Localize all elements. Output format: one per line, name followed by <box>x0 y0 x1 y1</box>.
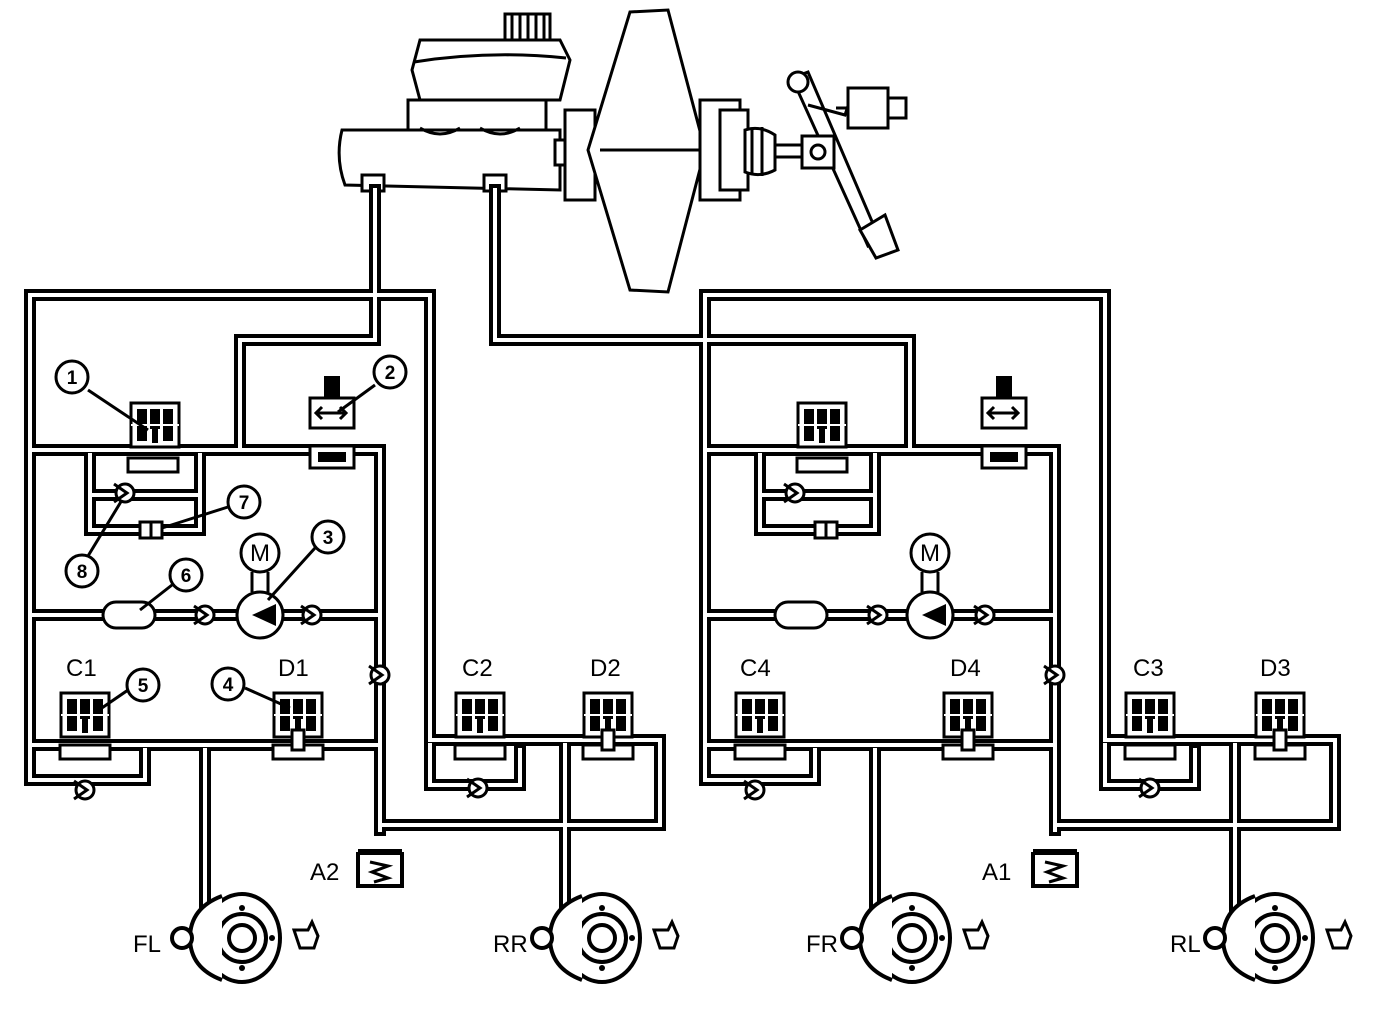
callout-7: 7 <box>239 493 250 514</box>
restrictor-7-left <box>138 520 164 540</box>
return-check-right <box>742 779 766 801</box>
label-c1: C1 <box>66 655 97 682</box>
callouts: 1 2 3 4 5 6 7 8 <box>54 354 408 714</box>
labels: C1 D1 C2 D2 C4 D4 C3 D3 A2 A1 FL RR FR R… <box>66 655 1291 958</box>
label-d1: D1 <box>278 655 309 682</box>
pump-left: M <box>101 532 323 640</box>
label-a2: A2 <box>310 859 339 886</box>
check-valve-left-outlet <box>367 664 391 686</box>
callout-2: 2 <box>385 363 396 384</box>
motor-label-left: M <box>250 540 270 567</box>
accumulator-a1 <box>1033 852 1077 886</box>
brake-booster <box>586 8 817 294</box>
label-fl: FL <box>133 931 161 958</box>
label-a1: A1 <box>982 859 1011 886</box>
left-module: M <box>58 376 635 886</box>
label-fr: FR <box>806 931 838 958</box>
label-d2: D2 <box>590 655 621 682</box>
label-c4: C4 <box>740 655 771 682</box>
check-valve-8-left <box>112 482 136 504</box>
switch-valve-right <box>980 376 1028 470</box>
callout-8: 8 <box>77 562 88 583</box>
brake-pedal <box>786 70 908 260</box>
pump-right: M <box>773 532 996 640</box>
label-rl: RL <box>1170 931 1201 958</box>
brake-front-left <box>170 892 320 984</box>
switch-valve-left <box>308 376 356 470</box>
brake-rear-right <box>530 892 680 984</box>
isolation-valve-right <box>796 401 848 449</box>
callout-3: 3 <box>323 528 334 549</box>
return-check-left <box>72 779 96 801</box>
callout-4: 4 <box>223 675 234 696</box>
callout-6: 6 <box>181 566 192 587</box>
return-check-rear-right <box>1137 777 1161 799</box>
brake-rear-left <box>1203 892 1353 984</box>
label-d4: D4 <box>950 655 981 682</box>
right-module: M <box>733 376 1307 886</box>
return-check-rear-left <box>465 777 489 799</box>
callout-1: 1 <box>67 368 78 389</box>
master-cylinder <box>337 12 597 202</box>
check-valve-right <box>782 482 806 504</box>
brake-front-right <box>840 892 990 984</box>
restrictor-right <box>813 520 839 540</box>
motor-right <box>909 532 951 574</box>
inlet-valve-c1 <box>59 691 111 739</box>
inlet-valve-c2 <box>454 691 506 739</box>
label-c3: C3 <box>1133 655 1164 682</box>
inlet-valve-c3 <box>1124 691 1176 739</box>
motor-left <box>239 532 281 574</box>
callout-5: 5 <box>138 676 149 697</box>
check-valve-right-outlet <box>1042 664 1066 686</box>
inlet-valve-c4 <box>734 691 786 739</box>
motor-label-right: M <box>920 540 940 567</box>
label-rr: RR <box>493 931 528 958</box>
accumulator-a2 <box>358 852 402 886</box>
hydraulic-lines <box>24 184 1341 926</box>
label-c2: C2 <box>462 655 493 682</box>
label-d3: D3 <box>1260 655 1291 682</box>
